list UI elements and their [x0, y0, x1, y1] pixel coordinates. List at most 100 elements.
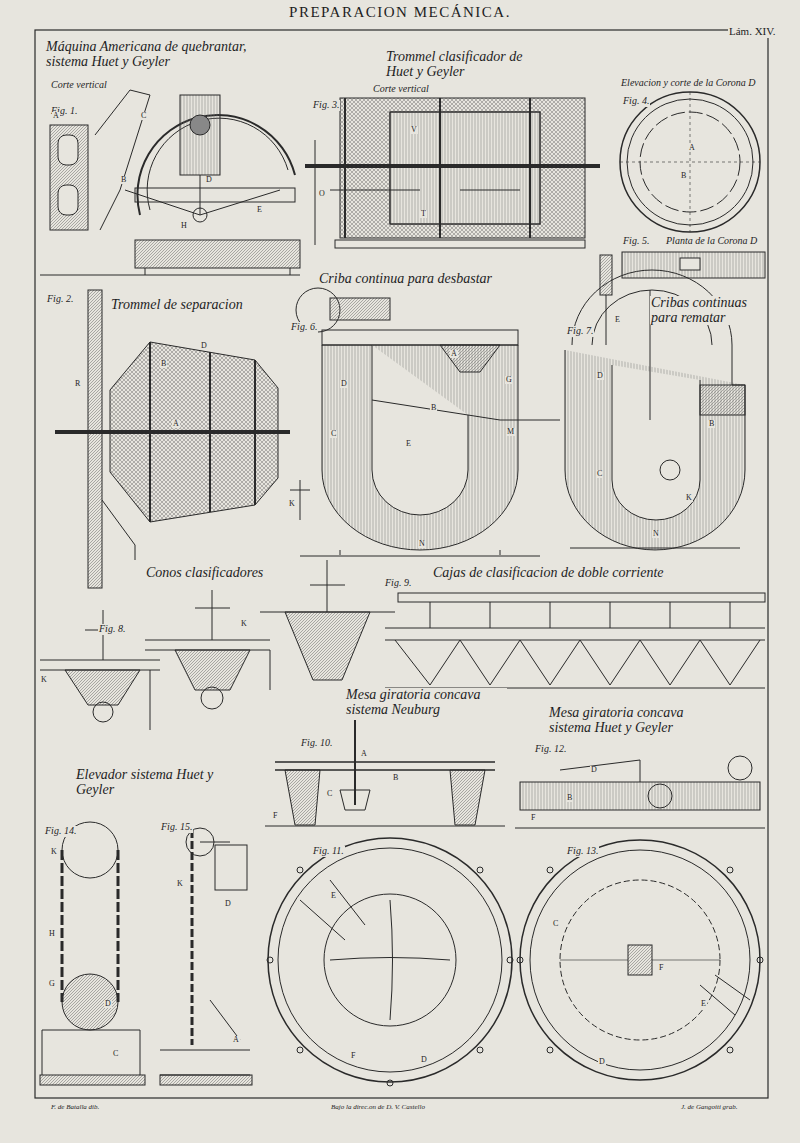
callout-letter: B — [120, 176, 127, 184]
engraver-credit: F. de Batalla dib. — [50, 1104, 100, 1111]
crown-figure — [620, 92, 765, 278]
callout-letter: D — [224, 900, 232, 908]
callout-letter: C — [552, 920, 559, 928]
callout-letter: A — [688, 144, 696, 152]
callout-letter: H — [180, 222, 188, 230]
callout-letter: O — [318, 190, 326, 198]
view-caption: Planta de la Corona D — [665, 236, 758, 247]
callout-letter: E — [330, 892, 337, 900]
figure-number: Fig. 2. — [46, 294, 74, 305]
callout-letter: B — [566, 794, 573, 802]
figure-number: Fig. 12. — [534, 744, 567, 755]
callout-letter: F — [530, 814, 536, 822]
callout-letter: D — [598, 1058, 606, 1066]
view-caption: Corte vertical — [50, 80, 108, 91]
classifier-cones-figure — [40, 560, 395, 730]
callout-letter: G — [48, 980, 56, 988]
callout-letter: K — [176, 880, 184, 888]
figure-number: Fig. 10. — [300, 738, 333, 749]
callout-letter: B — [160, 360, 167, 368]
callout-letter: K — [288, 500, 296, 508]
elevator-chain-figure — [40, 822, 145, 1085]
callout-letter: C — [330, 430, 337, 438]
figure-number: Fig. 5. — [622, 236, 650, 247]
callout-letter: B — [430, 404, 437, 412]
huet-table-figure — [515, 756, 765, 828]
figure-number: Fig. 7. — [566, 326, 594, 337]
plate-title: PREPARACION MECÁNICA. — [289, 4, 511, 21]
callout-letter: K — [50, 848, 58, 856]
callout-letter: F — [350, 1052, 356, 1060]
view-caption: Corte vertical — [372, 84, 430, 95]
callout-letter: H — [48, 930, 56, 938]
callout-letter: B — [680, 172, 687, 180]
callout-letter: A — [450, 350, 458, 358]
figure-title: Cajas de clasificacion de doble corrient… — [432, 566, 665, 581]
callout-letter: K — [40, 676, 48, 684]
elevator-side-figure — [160, 828, 252, 1085]
figure-number: Fig. 6. — [290, 322, 318, 333]
engraver-credit: Bajo la direc.on de D. V. Castello — [330, 1104, 426, 1111]
classification-boxes-figure — [385, 593, 765, 688]
callout-letter: A — [360, 750, 368, 758]
figure-number: Fig. 15. — [160, 822, 193, 833]
callout-letter: K — [685, 494, 693, 502]
figure-number: Fig. 14. — [44, 826, 77, 837]
neuburg-table-figure — [265, 720, 505, 826]
callout-letter: N — [418, 540, 426, 548]
callout-letter: G — [505, 376, 513, 384]
callout-letter: E — [614, 316, 621, 324]
callout-letter: D — [420, 1056, 428, 1064]
plate-number: Lám. XIV. — [728, 26, 777, 38]
figure-number: Fig. 11. — [312, 846, 345, 857]
callout-letter: D — [590, 766, 598, 774]
figure-number: Fig. 8. — [98, 624, 126, 635]
figure-title: Mesa giratoria concava sistema Huet y Ge… — [548, 706, 720, 735]
trommel-figure — [305, 98, 600, 248]
figure-title: Máquina Americana de quebrantar, sistema… — [45, 40, 287, 69]
callout-letter: R — [74, 380, 81, 388]
callout-letter: C — [140, 112, 147, 120]
view-caption: Elevacion y corte de la Corona D — [620, 78, 757, 89]
callout-letter: E — [405, 440, 412, 448]
figure-title: Trommel clasificador de Huet y Geyler — [385, 50, 547, 79]
callout-letter: K — [240, 620, 248, 628]
callout-letter: C — [326, 790, 333, 798]
coarse-jig-figure — [290, 288, 560, 556]
callout-letter: D — [596, 372, 604, 380]
callout-letter: N — [652, 530, 660, 538]
round-table-plan-figure — [517, 840, 763, 1080]
figure-title: Trommel de separacion — [110, 298, 244, 313]
callout-letter: E — [256, 206, 263, 214]
callout-letter: A — [52, 112, 60, 120]
figure-title: Mesa giratoria concava sistema Neuburg — [345, 688, 507, 717]
callout-letter: C — [596, 470, 603, 478]
engraver-credit: J. de Gangoiti grab. — [680, 1104, 739, 1111]
callout-letter: E — [700, 1000, 707, 1008]
callout-letter: D — [104, 1000, 112, 1008]
callout-letter: A — [232, 1036, 240, 1044]
callout-letter: D — [200, 342, 208, 350]
figure-title: Elevador sistema Huet y Geyler — [75, 768, 217, 797]
callout-letter: B — [708, 420, 715, 428]
callout-letter: T — [420, 210, 427, 218]
figure-title: Cribas continuas para rematar — [650, 296, 767, 325]
figure-title: Conos clasificadores — [145, 566, 264, 581]
callout-letter: F — [272, 812, 278, 820]
callout-letter: M — [506, 428, 515, 436]
callout-letter: D — [340, 380, 348, 388]
figure-number: Fig. 4. — [622, 96, 650, 107]
figure-number: Fig. 13. — [566, 846, 599, 857]
callout-letter: D — [205, 176, 213, 184]
separation-trommel-figure — [55, 290, 290, 588]
figure-number: Fig. 9. — [384, 578, 412, 589]
callout-letter: A — [172, 420, 180, 428]
figure-number: Fig. 3. — [312, 100, 340, 111]
figure-title: Criba continua para desbastar — [318, 272, 493, 287]
callout-letter: V — [410, 126, 418, 134]
callout-letter: C — [112, 1050, 119, 1058]
round-table-plan-figure — [267, 838, 513, 1086]
callout-letter: F — [658, 964, 664, 972]
callout-letter: B — [392, 774, 399, 782]
crusher-figure — [40, 90, 300, 275]
